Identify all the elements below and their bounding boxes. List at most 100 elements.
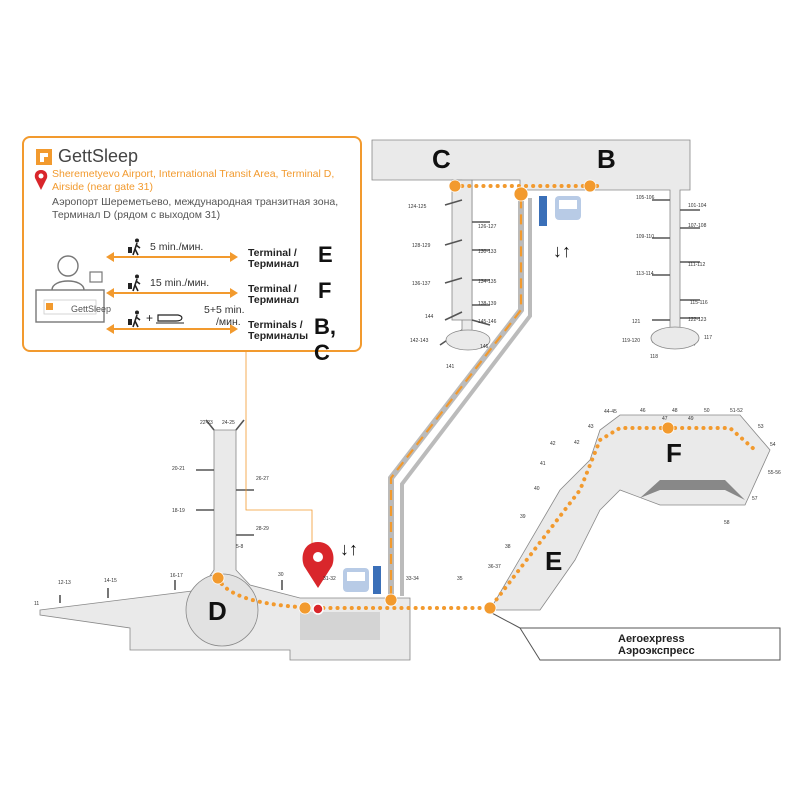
terminal-d-label: D	[208, 596, 227, 626]
route-time-unit: /мин.	[216, 316, 241, 328]
svg-text:39: 39	[520, 514, 526, 520]
svg-text:138-139: 138-139	[478, 301, 497, 307]
svg-text:101-104: 101-104	[688, 203, 707, 209]
svg-text:40: 40	[534, 486, 540, 492]
route-label: Terminals /Терминалы	[248, 319, 309, 342]
svg-text:145-146: 145-146	[478, 319, 497, 325]
terminal-bc-building	[371, 139, 700, 351]
svg-text:35: 35	[457, 576, 463, 582]
aeroexpress-label: Aeroexpress Аэроэкспресс	[618, 633, 695, 657]
svg-text:122-123: 122-123	[688, 317, 707, 323]
info-card: GettSleep Sheremetyevo Airport, Internat…	[22, 136, 362, 365]
gate-labels-c: 124-125 128-129 136-137 144 142-143 141 …	[408, 204, 497, 370]
location-pin-icon	[302, 542, 334, 615]
train-icon	[343, 566, 381, 594]
svg-text:43: 43	[588, 424, 594, 430]
leader-line	[245, 352, 313, 560]
svg-text:113-114: 113-114	[636, 271, 654, 277]
route-time: 5 min./мин.	[150, 241, 204, 253]
svg-text:115-116: 115-116	[690, 300, 708, 306]
terminal-e-label: E	[545, 546, 562, 576]
route-label: Terminal /Терминал	[248, 283, 300, 306]
svg-text:55-56: 55-56	[768, 470, 781, 476]
svg-text:49: 49	[688, 416, 694, 422]
terminal-f-label: F	[666, 438, 682, 468]
terminal-b-label: B	[597, 144, 616, 174]
route-label: Terminal /Терминал	[248, 247, 300, 270]
route-time: 15 min./мин.	[150, 277, 210, 289]
svg-text:18-19: 18-19	[172, 508, 185, 514]
svg-text:111-112: 111-112	[688, 262, 705, 268]
svg-text:24-25: 24-25	[222, 420, 235, 426]
svg-text:26-27: 26-27	[256, 476, 269, 482]
svg-text:142-143: 142-143	[410, 338, 429, 344]
location-en: Sheremetyevo Airport, International Tran…	[52, 168, 335, 193]
terminal-d-building	[39, 419, 411, 661]
svg-text:136-137: 136-137	[412, 281, 431, 287]
svg-text:58: 58	[724, 520, 730, 526]
double-arrow-icon	[106, 252, 238, 262]
walking-luggage-icon	[128, 274, 141, 292]
svg-text:119-120: 119-120	[622, 338, 640, 344]
svg-text:141: 141	[446, 364, 455, 370]
svg-text:41: 41	[540, 461, 546, 467]
gate-labels-f: 42 43 44-45 46 47 48 49 50 51-52 53 54 5…	[574, 408, 781, 526]
gettsleep-logo-icon	[36, 148, 52, 165]
route-row-f: 15 min./мин. Terminal /Терминал F	[106, 274, 356, 310]
svg-text:118: 118	[650, 354, 658, 360]
route-letter: F	[318, 278, 332, 303]
svg-text:124-125: 124-125	[408, 204, 427, 210]
svg-text:5-8: 5-8	[236, 544, 243, 550]
desk-sign: GettSleep	[71, 304, 112, 314]
svg-text:33-34: 33-34	[406, 576, 419, 582]
svg-text:134-135: 134-135	[478, 279, 497, 285]
svg-text:51-52: 51-52	[730, 408, 743, 414]
svg-text:31-32: 31-32	[323, 576, 336, 582]
svg-text:57: 57	[752, 496, 758, 502]
svg-text:36-37: 36-37	[488, 564, 501, 570]
route-row-bc: + 5+5 min. /мин. Terminals /Терминалы B,…	[106, 304, 356, 365]
gate-labels-d: 11 12-13 14-15 16-17 18-19 20-21 22-23 2…	[34, 420, 463, 607]
svg-text:144: 144	[425, 314, 434, 320]
svg-text:38: 38	[505, 544, 511, 550]
location-pin-icon	[34, 170, 48, 190]
gate-labels-b: 105-106 109-110 113-114 121 119-120 118 …	[622, 195, 712, 360]
route-time: 5+5 min.	[204, 304, 245, 316]
svg-text:105-106: 105-106	[636, 195, 655, 201]
svg-text:126-127: 126-127	[478, 224, 497, 230]
gate-labels-e: 36-37 38 39 40 41 42	[488, 441, 556, 570]
svg-text:146: 146	[480, 344, 489, 350]
walking-luggage-icon	[128, 238, 141, 256]
svg-text:22-23: 22-23	[200, 420, 213, 426]
train-small-icon	[156, 314, 184, 324]
brand: GettSleep	[36, 146, 138, 167]
svg-text:12-13: 12-13	[58, 580, 71, 586]
route-letter: E	[318, 242, 333, 267]
aeroexpress-rail-route	[388, 198, 532, 596]
svg-text:42: 42	[574, 440, 580, 446]
terminal-c-label: C	[432, 144, 451, 174]
svg-text:14-15: 14-15	[104, 578, 117, 584]
svg-text:54: 54	[770, 442, 776, 448]
svg-text:109-110: 109-110	[636, 234, 654, 240]
walking-luggage-icon	[128, 310, 141, 328]
svg-text:30: 30	[278, 572, 284, 578]
svg-text:117: 117	[704, 335, 712, 341]
svg-text:42: 42	[550, 441, 556, 447]
aeroexpress-en: Aeroexpress	[618, 633, 685, 645]
svg-text:11: 11	[34, 601, 39, 607]
svg-text:50: 50	[704, 408, 710, 414]
svg-text:53: 53	[758, 424, 764, 430]
svg-text:44-45: 44-45	[604, 409, 617, 415]
svg-text:16-17: 16-17	[170, 573, 183, 579]
train-icon	[539, 196, 581, 226]
svg-text:46: 46	[640, 408, 646, 414]
route-markers	[211, 179, 675, 615]
svg-text:128-129: 128-129	[412, 243, 431, 249]
svg-text:121: 121	[632, 319, 641, 325]
walking-route	[216, 184, 757, 610]
double-arrow-icon	[106, 288, 238, 298]
svg-text:20-21: 20-21	[172, 466, 185, 472]
aeroexpress-ru: Аэроэкспресс	[618, 645, 695, 657]
